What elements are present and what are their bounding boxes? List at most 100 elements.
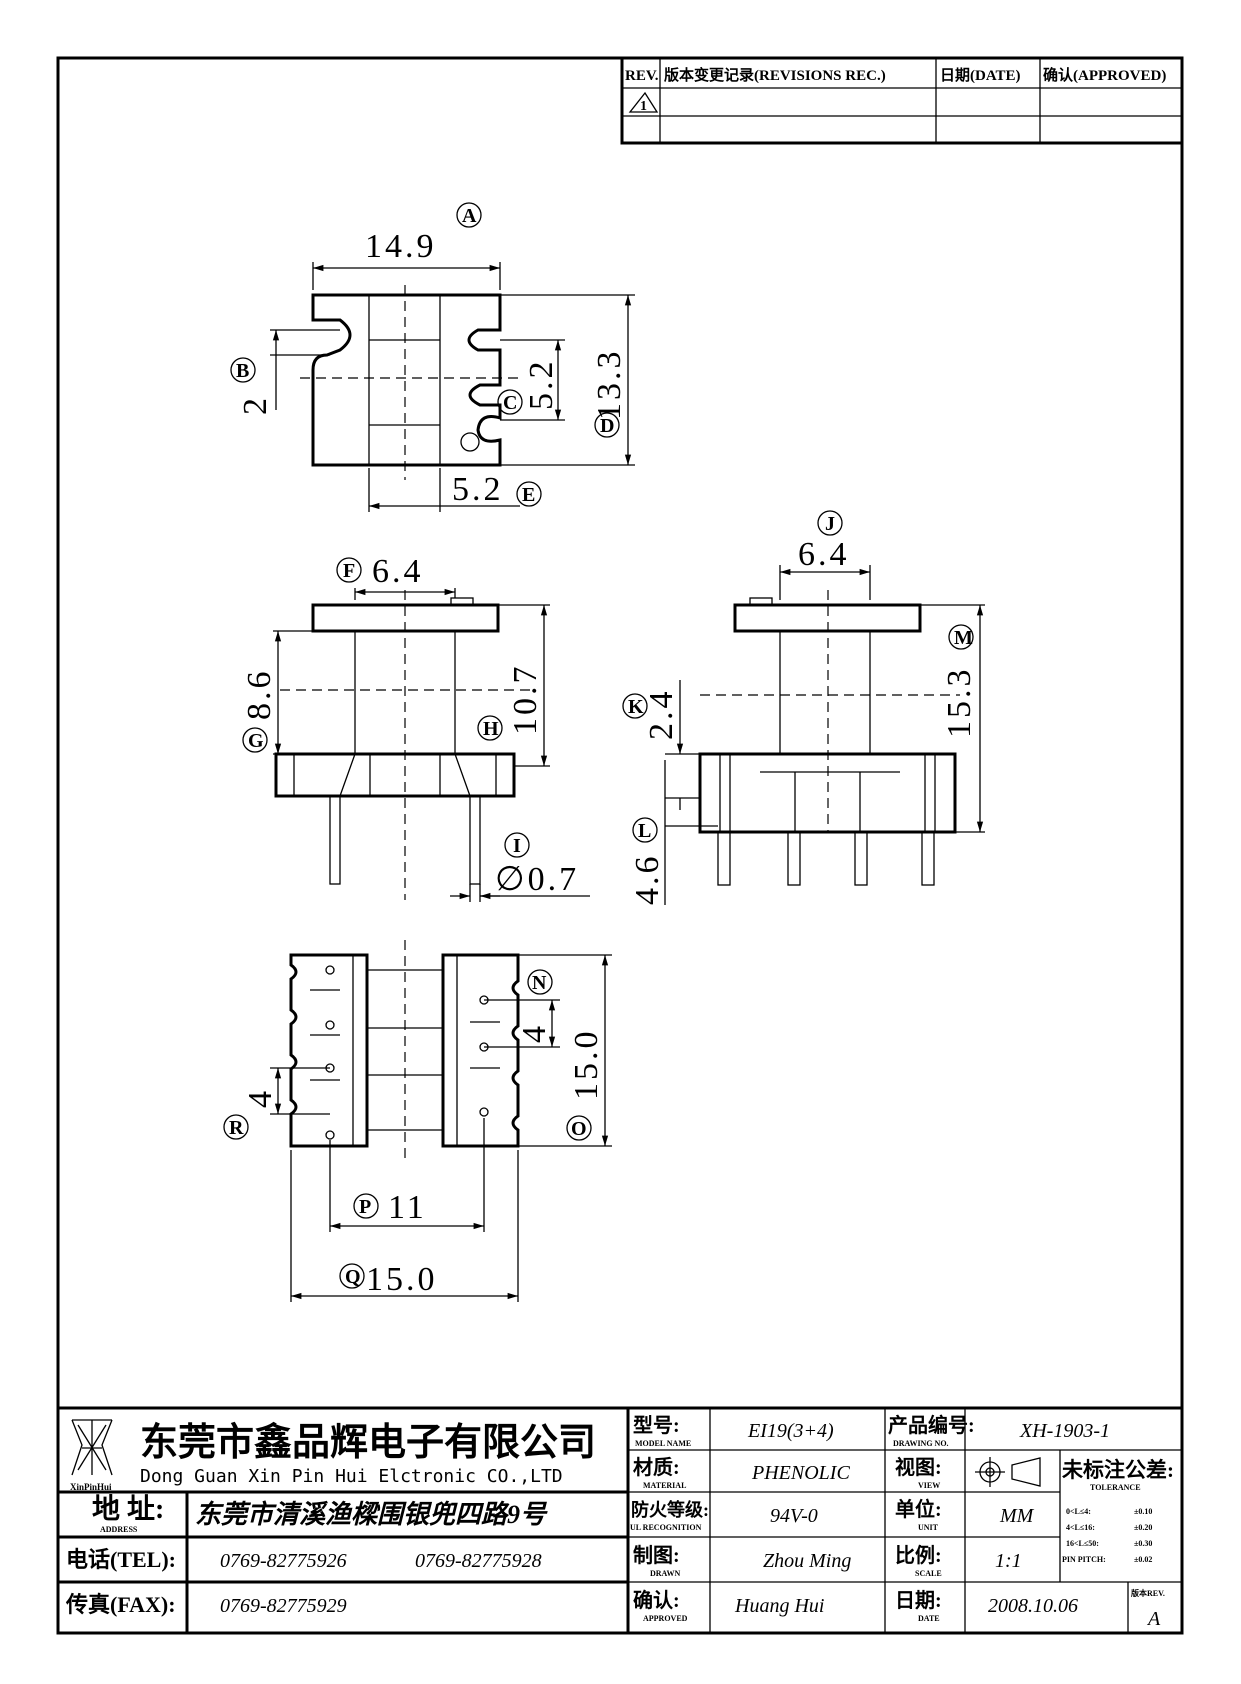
dim-J-marker: J [825, 513, 835, 535]
dim-D-marker: D [600, 415, 614, 437]
dim-K-marker: K [628, 696, 644, 718]
material-value: PHENOLIC [751, 1462, 850, 1484]
scale-label-en: SCALE [915, 1569, 942, 1578]
rev-triangle-icon: 1 [628, 91, 659, 114]
fax-label: 传真(FAX): [65, 1592, 176, 1617]
tolerance-value-2: ±0.30 [1134, 1539, 1152, 1548]
dim-B-value: 2 [237, 395, 274, 415]
dim-N-marker: N [532, 972, 547, 994]
drawing-no-label: 产品编号: [888, 1413, 975, 1437]
dim-P-marker: P [359, 1196, 371, 1218]
dim-L-value: 4.6 [629, 854, 666, 906]
dim-M-marker: M [954, 627, 973, 649]
dim-H-value: 10.7 [507, 664, 544, 736]
tolerance-range-3: PIN PITCH: [1062, 1555, 1106, 1564]
dim-E-marker: E [522, 484, 535, 506]
dim-L-marker: L [638, 820, 651, 842]
tolerance-value-3: ±0.02 [1134, 1555, 1152, 1564]
dim-O-marker: O [571, 1118, 587, 1140]
dim-I-value: ∅0.7 [495, 861, 579, 898]
fire-label: 防火等级: [631, 1499, 709, 1520]
address-value: 东莞市清溪渔樑围银兜四路9号 [195, 1500, 548, 1529]
dim-C-marker: C [503, 392, 517, 414]
company-name-en: Dong Guan Xin Pin Hui Elctronic CO.,LTD [140, 1466, 563, 1487]
approved-label: 确认: [633, 1588, 680, 1612]
dim-G-value: 8.6 [241, 669, 278, 721]
company-logo: XinPinHui [70, 1419, 113, 1492]
revision-block: REV. 版本变更记录(REVISIONS REC.) 日期(DATE) 确认(… [620, 56, 1184, 145]
tel-1: 0769-82775926 [220, 1550, 347, 1572]
dim-A-marker: A [462, 205, 477, 227]
top-view: 14.9 A 2 B 5.2 C 13.3 D 5.2 E [230, 202, 635, 512]
rev-value: A [1146, 1608, 1161, 1630]
drawn-value: Zhou Ming [763, 1550, 851, 1572]
material-label: 材质: [633, 1456, 680, 1479]
dim-K-value: 2.4 [643, 689, 680, 741]
approved-header: 确认(APPROVED) [1043, 66, 1166, 84]
view-label: 视图: [895, 1456, 942, 1479]
dim-D-value: 13.3 [591, 349, 628, 421]
fire-value: 94V-0 [770, 1505, 818, 1527]
dim-F-value: 6.4 [372, 553, 424, 590]
drawn-label: 制图: [633, 1544, 680, 1567]
front-view: 6.4 F 8.6 G 10.7 H ∅0.7 I [241, 553, 590, 902]
dim-N-value: 4 [516, 1023, 553, 1043]
tolerance-range-0: 0<L≤4: [1066, 1507, 1091, 1516]
unit-label: 单位: [895, 1497, 942, 1521]
date-value: 2008.10.06 [988, 1595, 1078, 1617]
tolerance-value-1: ±0.20 [1134, 1523, 1152, 1532]
tolerance-value-0: ±0.10 [1134, 1507, 1152, 1516]
dim-P-value: 11 [388, 1189, 427, 1226]
approved-value: Huang Hui [734, 1595, 824, 1617]
dim-H-marker: H [483, 718, 499, 740]
dim-O-value: 15.0 [568, 1029, 605, 1101]
side-view: 6.4 J 2.4 K 4.6 L 15.3 M [622, 510, 985, 906]
tel-label: 电话(TEL): [66, 1547, 176, 1572]
dim-R-value: 4 [242, 1088, 279, 1108]
fax-value: 0769-82775929 [220, 1595, 347, 1617]
dim-A-value: 14.9 [365, 228, 437, 265]
dim-G-marker: G [248, 730, 264, 752]
dim-Q-value: 15.0 [366, 1261, 438, 1298]
scale-label: 比例: [895, 1543, 942, 1567]
title-block: XinPinHui 东莞市鑫品辉电子有限公司 Dong Guan Xin Pin… [58, 1406, 1182, 1633]
scale-value: 1:1 [995, 1550, 1022, 1572]
model-label-en: MODEL NAME [635, 1439, 691, 1448]
dim-J-value: 6.4 [798, 536, 850, 573]
company-name-cn: 东莞市鑫品辉电子有限公司 [140, 1422, 596, 1464]
rev-label: 版本REV. [1130, 1588, 1165, 1598]
view-label-en: VIEW [918, 1481, 940, 1490]
tolerance-range-2: 16<L≤50: [1066, 1539, 1099, 1548]
drawing-no-value: XH-1903-1 [1019, 1420, 1110, 1442]
dim-M-value: 15.3 [941, 667, 978, 739]
dim-F-marker: F [343, 560, 355, 582]
bottom-view: 4 N 15.0 O 4 R 11 P 15.0 Q [223, 940, 612, 1302]
date-label-en: DATE [918, 1614, 940, 1623]
unit-label-en: UNIT [918, 1523, 939, 1532]
drawing-no-label-en: DRAWING NO. [893, 1439, 949, 1448]
tolerance-label-en: TOLERANCE [1090, 1483, 1141, 1492]
rev-header: REV. [625, 68, 659, 84]
drawing-border [56, 56, 1184, 1635]
address-label-en: ADDRESS [100, 1525, 138, 1534]
drawn-label-en: DRAWN [650, 1569, 680, 1578]
tolerance-label: 未标注公差: [1062, 1458, 1174, 1482]
dim-R-marker: R [229, 1117, 244, 1139]
svg-text:1: 1 [640, 99, 647, 114]
projection-symbol-icon [975, 1457, 1041, 1487]
unit-value: MM [999, 1505, 1035, 1527]
date-header: 日期(DATE) [940, 66, 1021, 84]
dim-E-value: 5.2 [452, 471, 504, 508]
address-label: 地 址: [92, 1493, 164, 1525]
dim-B-marker: B [236, 360, 249, 382]
material-label-en: MATERIAL [643, 1481, 686, 1490]
fire-label-en: UL RECOGNITION [630, 1523, 702, 1532]
model-label: 型号: [633, 1414, 680, 1437]
tolerance-range-1: 4<L≤16: [1066, 1523, 1095, 1532]
approved-label-en: APPROVED [643, 1614, 688, 1623]
dim-C-value: 5.2 [523, 359, 560, 411]
tel-2: 0769-82775928 [415, 1550, 542, 1572]
date-label: 日期: [895, 1589, 942, 1612]
revisions-header: 版本变更记录(REVISIONS REC.) [664, 66, 886, 84]
